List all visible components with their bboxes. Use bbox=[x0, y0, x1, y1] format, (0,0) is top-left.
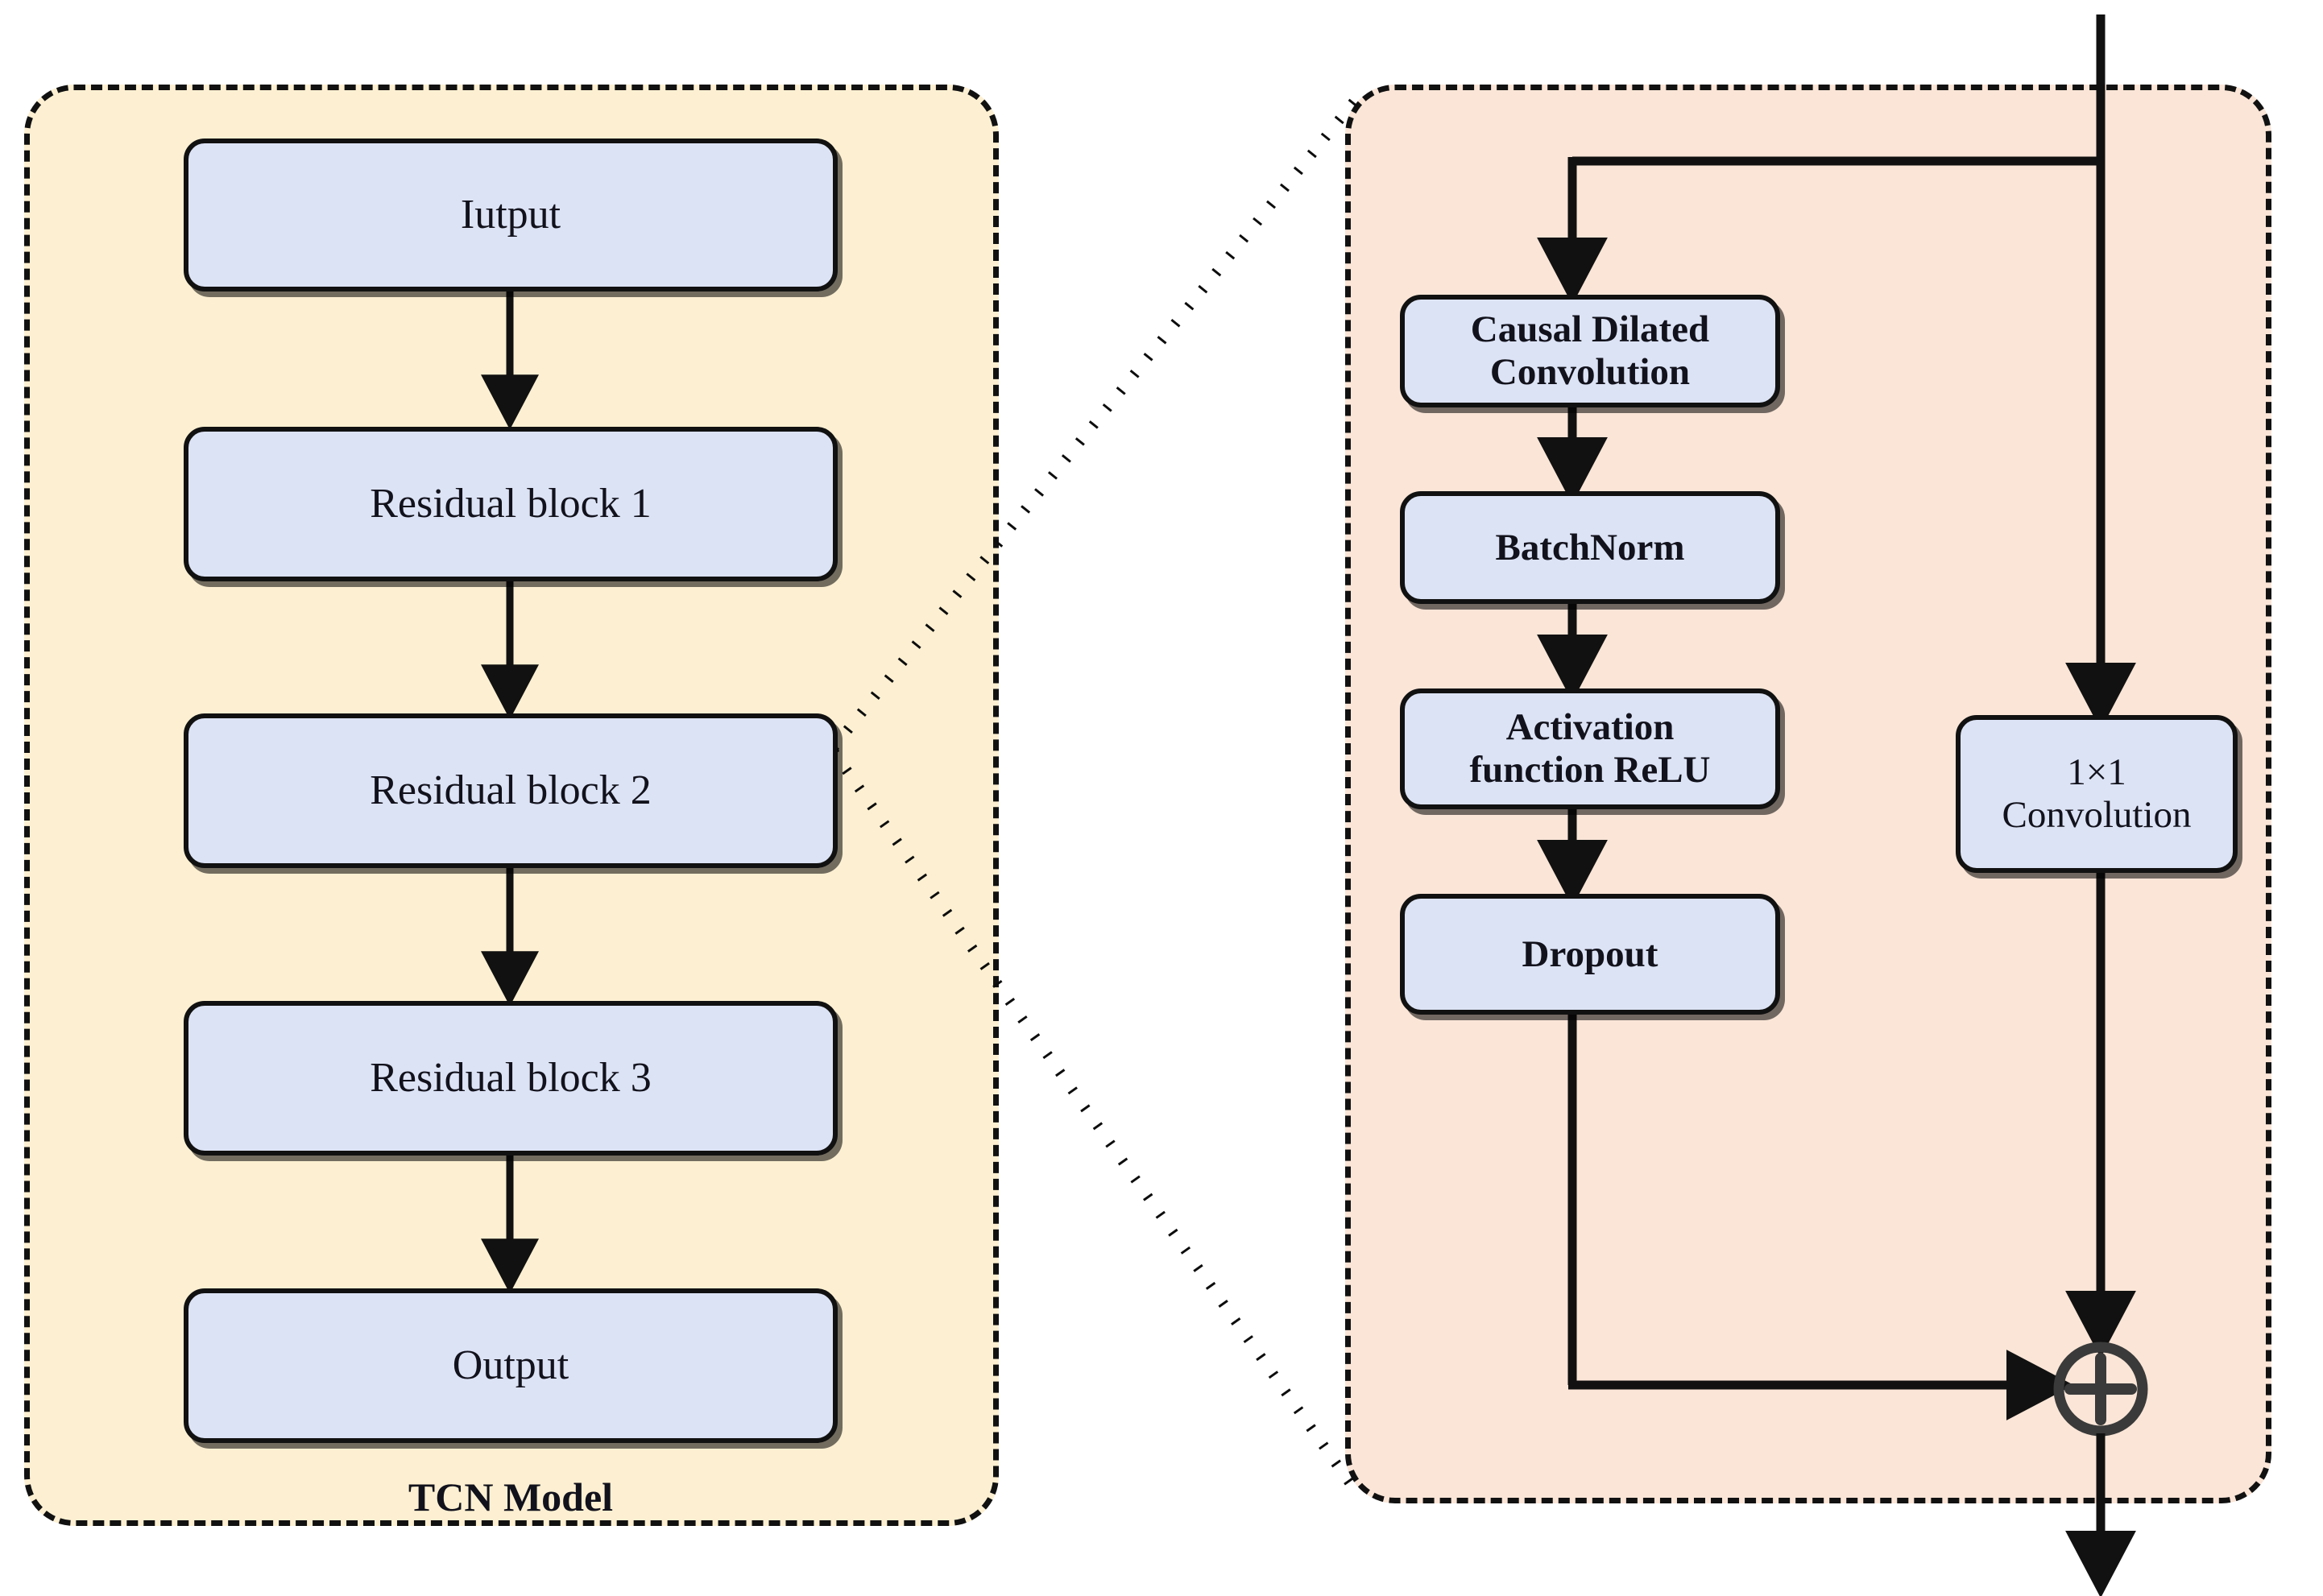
node-batchnorm[interactable]: BatchNorm bbox=[1400, 491, 1780, 604]
node-residual-block-3[interactable]: Residual block 3 bbox=[184, 1001, 838, 1156]
node-residual-block-1[interactable]: Residual block 1 bbox=[184, 427, 838, 581]
node-activation-relu[interactable]: Activation function ReLU bbox=[1400, 688, 1780, 809]
causal-line-2: Convolution bbox=[1489, 351, 1691, 393]
node-input[interactable]: Iutput bbox=[184, 139, 838, 291]
relu-line-1: Activation bbox=[1505, 706, 1675, 749]
relu-line-2: function ReLU bbox=[1469, 749, 1711, 791]
causal-line-1: Causal Dilated bbox=[1470, 308, 1710, 351]
tcn-model-caption: TCN Model bbox=[408, 1474, 614, 1520]
conv1x1-line-1: 1×1 bbox=[2067, 751, 2126, 794]
node-1x1-convolution[interactable]: 1×1 Convolution bbox=[1956, 715, 2238, 873]
conv1x1-line-2: Convolution bbox=[2002, 794, 2192, 836]
node-residual-block-2[interactable]: Residual block 2 bbox=[184, 713, 838, 868]
node-dropout[interactable]: Dropout bbox=[1400, 894, 1780, 1015]
node-causal-dilated-convolution[interactable]: Causal Dilated Convolution bbox=[1400, 295, 1780, 407]
node-output[interactable]: Output bbox=[184, 1288, 838, 1443]
